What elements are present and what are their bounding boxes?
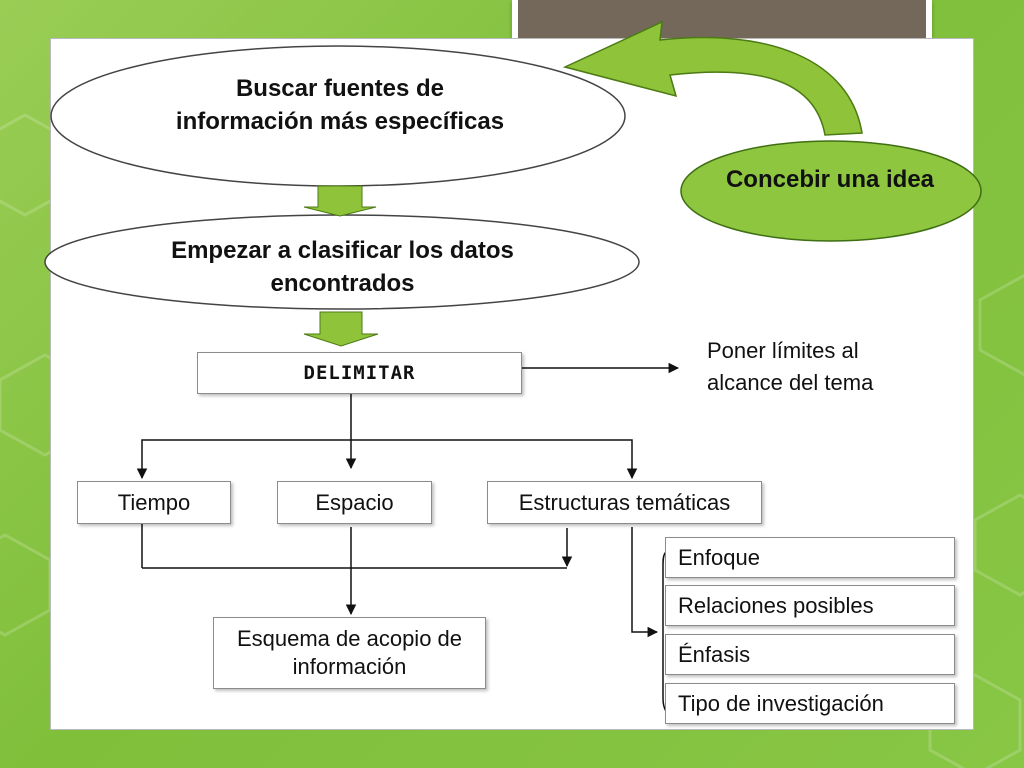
curved-green-arrow (562, 20, 863, 136)
box-esquema: Esquema de acopio de información (213, 617, 486, 689)
box-estructuras: Estructuras temáticas (487, 481, 762, 524)
down-arrow-1 (303, 185, 377, 217)
down-arrow-2 (303, 311, 379, 347)
subitem-relaciones: Relaciones posibles (665, 585, 955, 626)
subitem-tipo: Tipo de investigación (665, 683, 955, 724)
box-espacio: Espacio (277, 481, 432, 524)
oval-buscar-label: Buscar fuentes de información más especí… (175, 75, 505, 135)
oval-concebir-label: Concebir una idea (725, 166, 935, 193)
box-delimitar: DELIMITAR (197, 352, 522, 394)
delimitar-note: Poner límites al alcance del tema (707, 338, 874, 395)
oval-concebir-shape (680, 140, 982, 242)
box-tiempo: Tiempo (77, 481, 231, 524)
subitem-enfasis: Énfasis (665, 634, 955, 675)
oval-empezar-label: Empezar a clasificar los datos encontrad… (171, 237, 514, 297)
subitem-enfoque: Enfoque (665, 537, 955, 578)
